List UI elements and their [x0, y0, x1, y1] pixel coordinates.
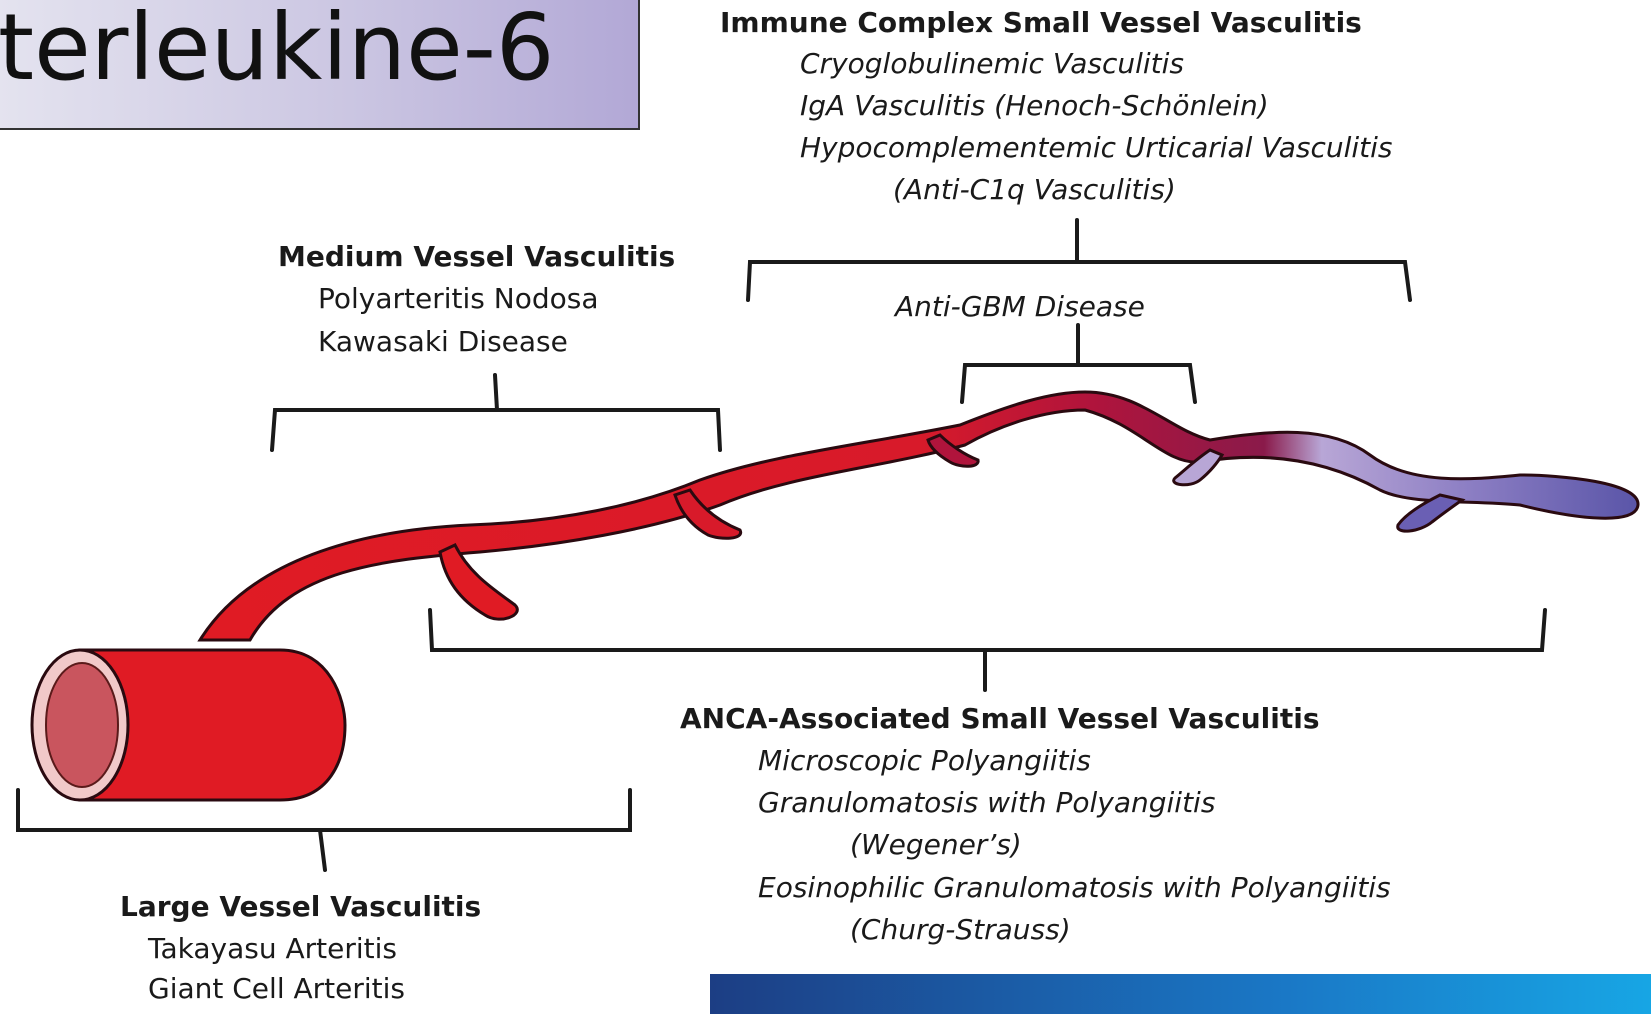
anca-item-2: Granulomatosis with Polyangiitis [758, 786, 1215, 819]
large-item-2: Giant Cell Arteritis [148, 972, 405, 1005]
medium-vessel-title: Medium Vessel Vasculitis [278, 240, 675, 273]
artery-opening-lumen [46, 663, 118, 787]
immune-item-3: Hypocomplementemic Urticarial Vasculitis [800, 131, 1393, 164]
anca-item-5: (Churg-Strauss) [850, 913, 1071, 946]
anca-item-1: Microscopic Polyangiitis [758, 744, 1091, 777]
medium-item-2: Kawasaki Disease [318, 325, 568, 358]
large-item-1: Takayasu Arteritis [148, 932, 397, 965]
anca-item-4: Eosinophilic Granulomatosis with Polyang… [758, 871, 1391, 904]
anti-gbm-label: Anti-GBM Disease [895, 290, 1145, 323]
medium-item-1: Polyarteritis Nodosa [318, 282, 599, 315]
footer-bar [710, 974, 1651, 1014]
anca-title: ANCA-Associated Small Vessel Vasculitis [680, 702, 1320, 735]
bracket-large [18, 790, 630, 870]
bracket-medium [272, 375, 720, 450]
bracket-antigbm [962, 325, 1195, 402]
immune-complex-title: Immune Complex Small Vessel Vasculitis [720, 6, 1362, 39]
anca-item-3: (Wegener’s) [850, 828, 1022, 861]
immune-item-4: (Anti-C1q Vasculitis) [893, 173, 1176, 206]
branch-vein [1398, 495, 1462, 531]
bracket-immune [748, 220, 1410, 300]
immune-item-2: IgA Vasculitis (Henoch-Schönlein) [800, 89, 1269, 122]
large-vessel-title: Large Vessel Vasculitis [120, 890, 481, 923]
bracket-anca [430, 610, 1545, 690]
immune-item-1: Cryoglobulinemic Vasculitis [800, 47, 1184, 80]
branch-medium [440, 545, 517, 619]
